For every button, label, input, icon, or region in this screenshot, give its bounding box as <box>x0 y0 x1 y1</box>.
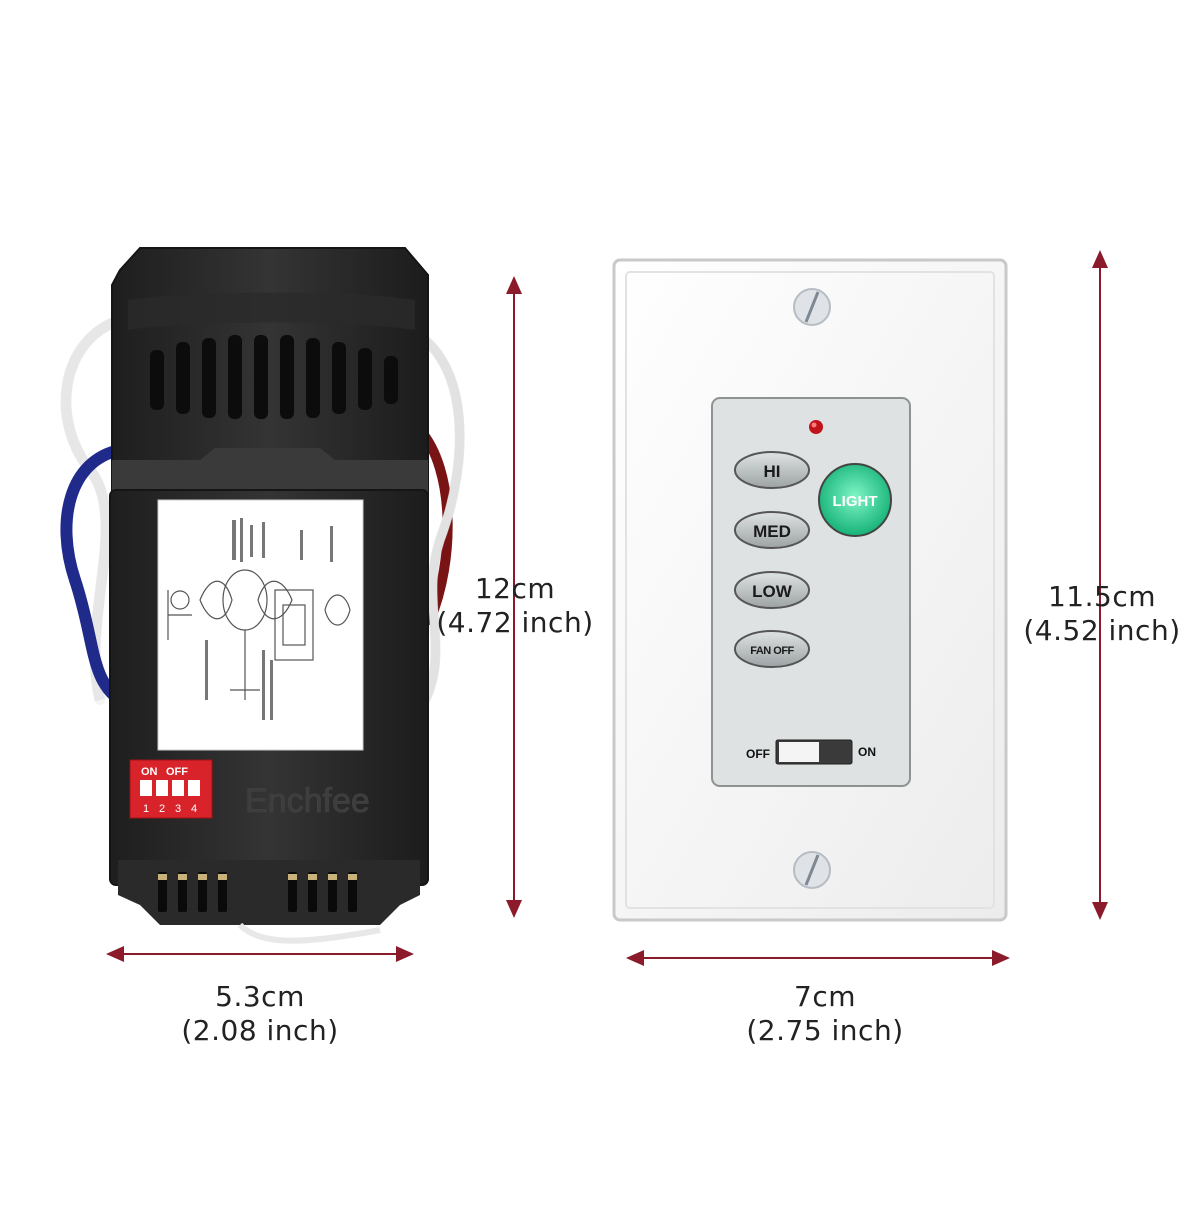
dip-on-label: ON <box>141 766 158 778</box>
power-slide-switch[interactable]: OFF ON <box>746 739 876 765</box>
dip-off-label: OFF <box>166 766 188 778</box>
med-button[interactable]: MED <box>734 511 810 549</box>
slide-on-label: ON <box>858 745 876 759</box>
hi-button[interactable]: HI <box>734 451 810 489</box>
receiver-height-imperial: (4.72 inch) <box>436 606 594 639</box>
dip-number-3: 3 <box>175 803 181 815</box>
receiver-unit: ON OFF 1 2 3 4 Enchfee <box>60 247 465 944</box>
hi-button-label: HI <box>764 462 781 481</box>
dip-switch[interactable]: ON OFF 1 2 3 4 <box>129 759 213 819</box>
light-button[interactable]: LIGHT <box>818 463 892 537</box>
vent-slots <box>150 335 398 419</box>
wiring-label-sticker <box>157 499 364 751</box>
light-button-label: LIGHT <box>833 493 878 510</box>
receiver-width-label: 5.3cm (2.08 inch) <box>170 980 350 1048</box>
receiver-width-imperial: (2.08 inch) <box>181 1014 339 1047</box>
switch-width-imperial: (2.75 inch) <box>746 1014 904 1047</box>
switch-width-metric: 7cm <box>794 980 856 1013</box>
switch-width-label: 7cm (2.75 inch) <box>730 980 920 1048</box>
terminal-connectors <box>118 860 420 944</box>
dip-number-1: 1 <box>143 803 149 815</box>
bottom-screw-icon <box>793 851 831 889</box>
fan-off-button-label: FAN OFF <box>750 645 794 657</box>
slide-off-label: OFF <box>746 747 770 761</box>
low-button[interactable]: LOW <box>734 571 810 609</box>
switch-height-metric: 11.5cm <box>1047 580 1156 613</box>
white-wire-right <box>405 325 465 705</box>
wall-switch: HI MED LOW FAN OFF LIGHT OFF ON <box>612 258 1008 922</box>
brand-embossed-text: Enchfee <box>245 782 370 820</box>
low-button-label: LOW <box>752 582 793 601</box>
switch-height-imperial: (4.52 inch) <box>1023 614 1181 647</box>
switch-height-label: 11.5cm (4.52 inch) <box>1008 580 1196 648</box>
receiver-height-label: 12cm (4.72 inch) <box>430 572 600 640</box>
dip-number-2: 2 <box>159 803 165 815</box>
dip-number-4: 4 <box>191 803 197 815</box>
med-button-label: MED <box>753 522 791 541</box>
indicator-led <box>809 420 823 434</box>
receiver-height-metric: 12cm <box>474 572 556 605</box>
receiver-width-metric: 5.3cm <box>215 980 305 1013</box>
blue-wire <box>60 444 126 706</box>
top-screw-icon <box>793 288 831 326</box>
fan-off-button[interactable]: FAN OFF <box>734 630 810 668</box>
